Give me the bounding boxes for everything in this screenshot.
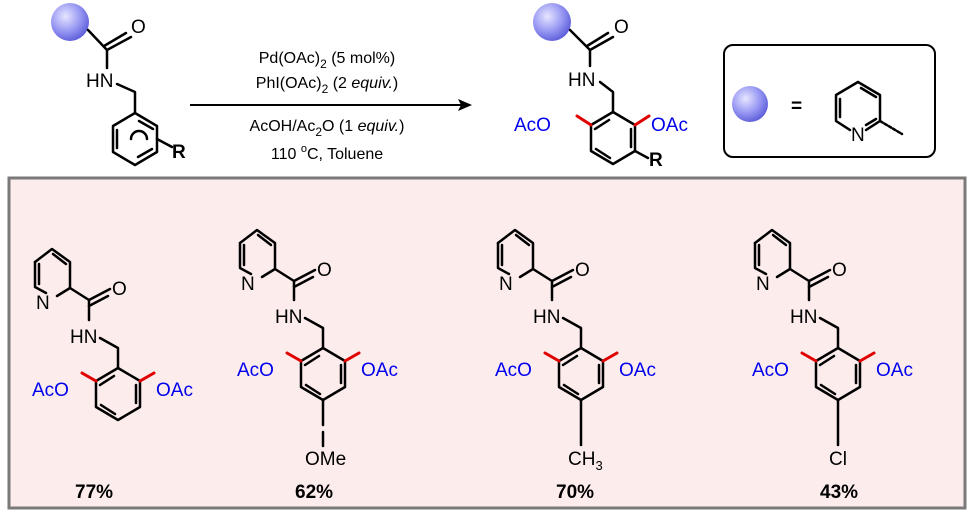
product-right-acetoxy: OAc [651, 115, 688, 136]
reaction-conditions: Pd(OAc)2 (5 mol%) PhI(OAc)2 (2 equiv.) A… [190, 50, 472, 163]
oxidant-line: PhI(OAc)2 (2 equiv.) [256, 75, 398, 96]
substrate-scope-panel [7, 176, 967, 510]
example-4-para-substituent: Cl [829, 449, 847, 470]
example-compound-4: N O HN AcO OAc Cl 43% [752, 228, 913, 503]
directing-group-sphere-icon [533, 3, 571, 41]
product-r-group: R [649, 150, 663, 171]
directing-group-sphere-icon [51, 3, 89, 41]
example-4-right-acetoxy: OAc [876, 360, 913, 381]
example-2-nh-label: HN [275, 307, 302, 328]
example-2-pyridine-n: N [241, 274, 255, 295]
substrate-carbonyl-o: O [131, 17, 146, 38]
example-1-yield: 77% [75, 482, 113, 503]
additive-line: AcOH/Ac2O (1 equiv.) [250, 118, 405, 139]
example-1-nh-label: HN [70, 327, 97, 348]
example-2-left-acetoxy: AcO [237, 360, 274, 381]
example-4-pyridine-n: N [756, 274, 770, 295]
example-4-carbonyl-o: O [832, 260, 847, 281]
example-2-right-acetoxy: OAc [361, 360, 398, 381]
example-4-nh-label: HN [790, 307, 817, 328]
temperature-solvent-line: 110 oC, Toluene [271, 143, 383, 163]
example-2-para-substituent: OMe [305, 449, 346, 470]
example-2-carbonyl-o: O [317, 260, 332, 281]
example-1-carbonyl-o: O [112, 279, 127, 300]
example-3-para-substituent: CH3 [568, 449, 603, 473]
legend-pyridine-n: N [851, 125, 865, 146]
example-3-nh-label: HN [533, 307, 560, 328]
directing-group-sphere-icon [732, 86, 768, 122]
product-nh-label: HN [568, 70, 595, 91]
legend-equals: = [791, 96, 802, 117]
example-3-right-acetoxy: OAc [619, 360, 656, 381]
substrate-r-group: R [172, 142, 186, 163]
example-1-pyridine-n: N [36, 293, 50, 314]
example-4-left-acetoxy: AcO [752, 360, 789, 381]
product-carbonyl-o: O [614, 17, 629, 38]
catalyst-line: Pd(OAc)2 (5 mol%) [259, 50, 395, 71]
example-4-yield: 43% [820, 482, 858, 503]
product-left-acetoxy: AcO [514, 115, 551, 136]
example-compound-3: N O HN AcO OAc CH3 70% [495, 228, 656, 503]
substrate-structure: O HN R [51, 3, 186, 167]
example-3-yield: 70% [556, 482, 594, 503]
example-3-carbonyl-o: O [575, 260, 590, 281]
example-2-yield: 62% [295, 482, 333, 503]
example-3-left-acetoxy: AcO [495, 360, 532, 381]
legend-box: = N [723, 44, 936, 158]
example-1-right-acetoxy: OAc [156, 380, 193, 401]
product-structure: O HN AcO OAc R [514, 3, 688, 171]
reaction-arrow-head-icon [458, 99, 472, 111]
example-1-left-acetoxy: AcO [32, 380, 69, 401]
example-compound-1: N O HN AcO OAc 77% [32, 247, 193, 503]
substrate-nh-label: HN [86, 71, 113, 92]
example-3-pyridine-n: N [499, 274, 513, 295]
example-compound-2: N O HN AcO OAc OMe 62% [237, 228, 398, 503]
